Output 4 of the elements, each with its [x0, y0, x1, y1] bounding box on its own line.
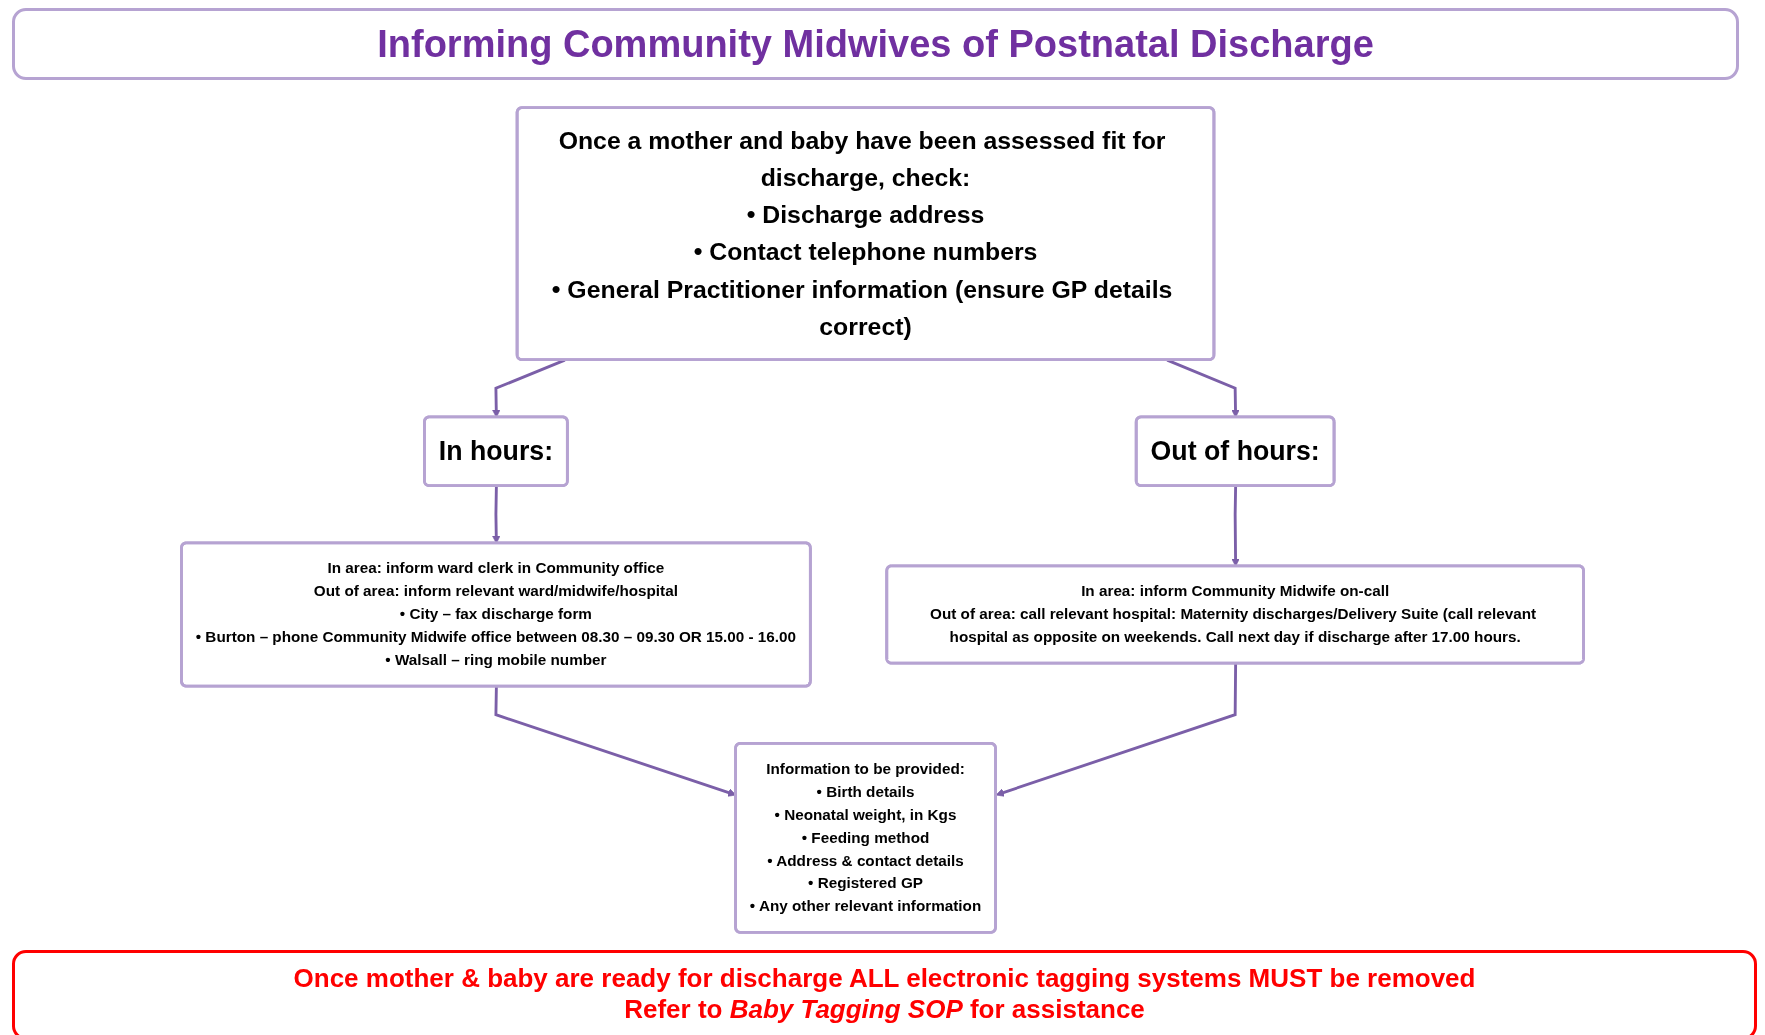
title: Informing Community Midwives of Postnatal Discharge [377, 22, 1374, 66]
warning-note: Refer to Baby Tagging SOP for assistance [624, 994, 1145, 1025]
warning-note: Once mother & baby are ready for discharge ALL electronic tagging systems MUST be removed [293, 963, 1476, 994]
arrow [995, 663, 1238, 797]
